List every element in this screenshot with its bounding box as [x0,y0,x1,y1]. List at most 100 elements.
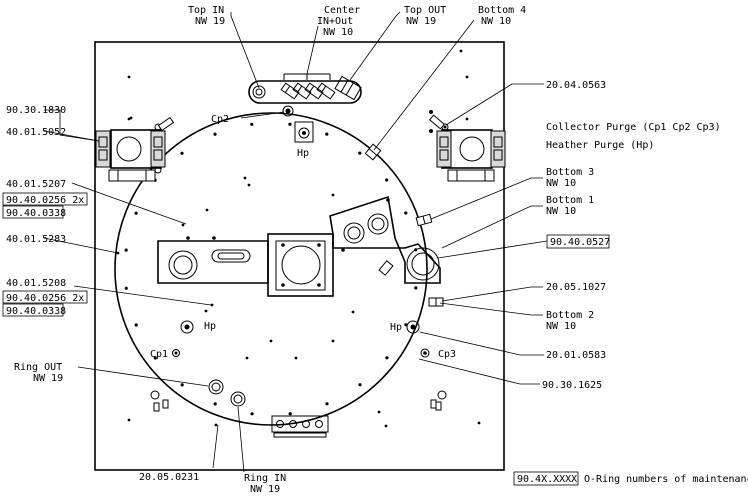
cp3-fitting [420,348,430,358]
circle-bolt-hole [325,132,329,136]
heater-purge-right [406,320,420,334]
circle-bolt-hole [153,356,157,360]
part-90-40-0256-a: 90.40.0256 2x [6,195,84,206]
plate-hole [127,418,131,422]
circle-bolt-hole [358,383,362,387]
circle-inner-hole [351,310,355,314]
circle-inner-hole [247,183,251,187]
plate-hole [210,303,214,307]
labels: Top IN NW 19 Center IN+Out NW 10 Top OUT… [2,5,748,495]
lower-left-stubs [150,390,169,412]
bottom-connector-strip [271,415,329,438]
part-90-40-0338-a: 90.40.0338 [6,208,66,219]
circle-inner-hole [205,208,209,212]
mark-hp-left: Hp [204,321,216,332]
lower-right-stubs [430,390,447,411]
plate-hole [127,75,131,79]
chamber-circle [114,112,428,426]
right-arm [329,195,441,284]
plate-hole [377,410,381,414]
label-bottom2-nw: NW 10 [546,321,576,332]
circle-bolt-hole [385,356,389,360]
plate-hole [465,117,469,121]
label-top-out-nw: NW 19 [406,16,436,27]
legend-heater-purge: Heather Purge (Hp) [546,140,654,151]
label-bottom2: Bottom 2 [546,310,594,321]
left-clamp-block [95,116,175,182]
part-90-40-0256-b: 90.40.0256 2x [6,293,84,304]
circle-bolt-hole [124,286,128,290]
circle-bolt-hole [358,151,362,155]
part-20-05-1027: 20.05.1027 [546,282,606,293]
circle-inner-hole [331,339,335,343]
circle-bolt-hole [404,211,408,215]
circle-holes [124,122,418,416]
part-90-40-0338-b: 90.40.0338 [6,306,66,317]
part-40-01-5208: 40.01.5208 [6,278,66,289]
plate-hole [459,49,463,53]
circle-bolt-hole [414,286,418,290]
circle-bolt-hole [134,323,138,327]
part-90-30-1625: 90.30.1625 [542,380,602,391]
label-center: Center [324,5,360,16]
label-ring-in-nw: NW 19 [250,484,280,495]
heater-purge-left [180,320,194,334]
label-top-out: Top OUT [404,5,446,16]
part-20-04-0563: 20.04.0563 [546,80,606,91]
right-clamp-block [429,110,506,182]
label-bottom4-nw: NW 10 [481,16,511,27]
part-40-01-5283: 40.01.5283 [6,234,66,245]
label-bottom3: Bottom 3 [546,167,594,178]
label-center-nw: NW 10 [323,27,353,38]
ring-in-port [230,391,246,407]
mark-hp-right: Hp [390,322,402,333]
base-plate [94,41,505,471]
plate-hole [477,421,481,425]
cp1-fitting [172,349,180,357]
label-top-in: Top IN [188,5,224,16]
part-40-01-5207: 40.01.5207 [6,179,66,190]
circle-inner-hole [269,339,273,343]
bottom1-fitting [378,260,394,276]
label-ring-out-nw: NW 19 [33,373,63,384]
plate-hole [181,223,185,227]
mark-hp-top: Hp [297,148,309,159]
circle-inner-hole [245,356,249,360]
circle-bolt-hole [288,122,292,126]
circle-inner-hole [243,176,247,180]
circle-bolt-hole [134,211,138,215]
part-20-05-0231: 20.05.0231 [139,472,199,483]
leader-lines [43,11,548,473]
mark-cp3: Cp3 [438,349,456,360]
mark-cp2: Cp2 [211,114,229,125]
circle-inner-hole [331,193,335,197]
bottom3-fitting [415,213,433,227]
circle-inner-hole [204,309,208,313]
plate-hole [129,116,133,120]
center-flange [267,233,334,297]
legend-collector-purge: Collector Purge (Cp1 Cp2 Cp3) [546,122,721,133]
label-bottom4: Bottom 4 [478,5,526,16]
mark-cp1: Cp1 [150,349,168,360]
top-manifold [248,73,362,104]
legend-maintenance-text: O-Ring numbers of maintenance [584,474,748,485]
label-ring-in: Ring IN [244,473,286,484]
label-bottom3-nw: NW 10 [546,178,576,189]
label-bottom1: Bottom 1 [546,195,594,206]
circle-bolt-hole [250,412,254,416]
circle-bolt-hole [124,248,128,252]
cp2-fitting [282,105,294,117]
label-ring-out: Ring OUT [14,362,62,373]
legend-maintenance-code: 90.4X.XXXX [517,474,577,485]
circle-bolt-hole [325,402,329,406]
circle-bolt-hole [213,402,217,406]
bottom4-fitting [364,143,382,161]
plate-hole [384,424,388,428]
circle-bolt-hole [250,122,254,126]
plate-holes [116,49,481,428]
label-bottom1-nw: NW 10 [546,206,576,217]
circle-bolt-hole [288,412,292,416]
part-20-01-0583: 20.01.0583 [546,350,606,361]
part-90-30-1830: 90.30.1830 [6,105,66,116]
